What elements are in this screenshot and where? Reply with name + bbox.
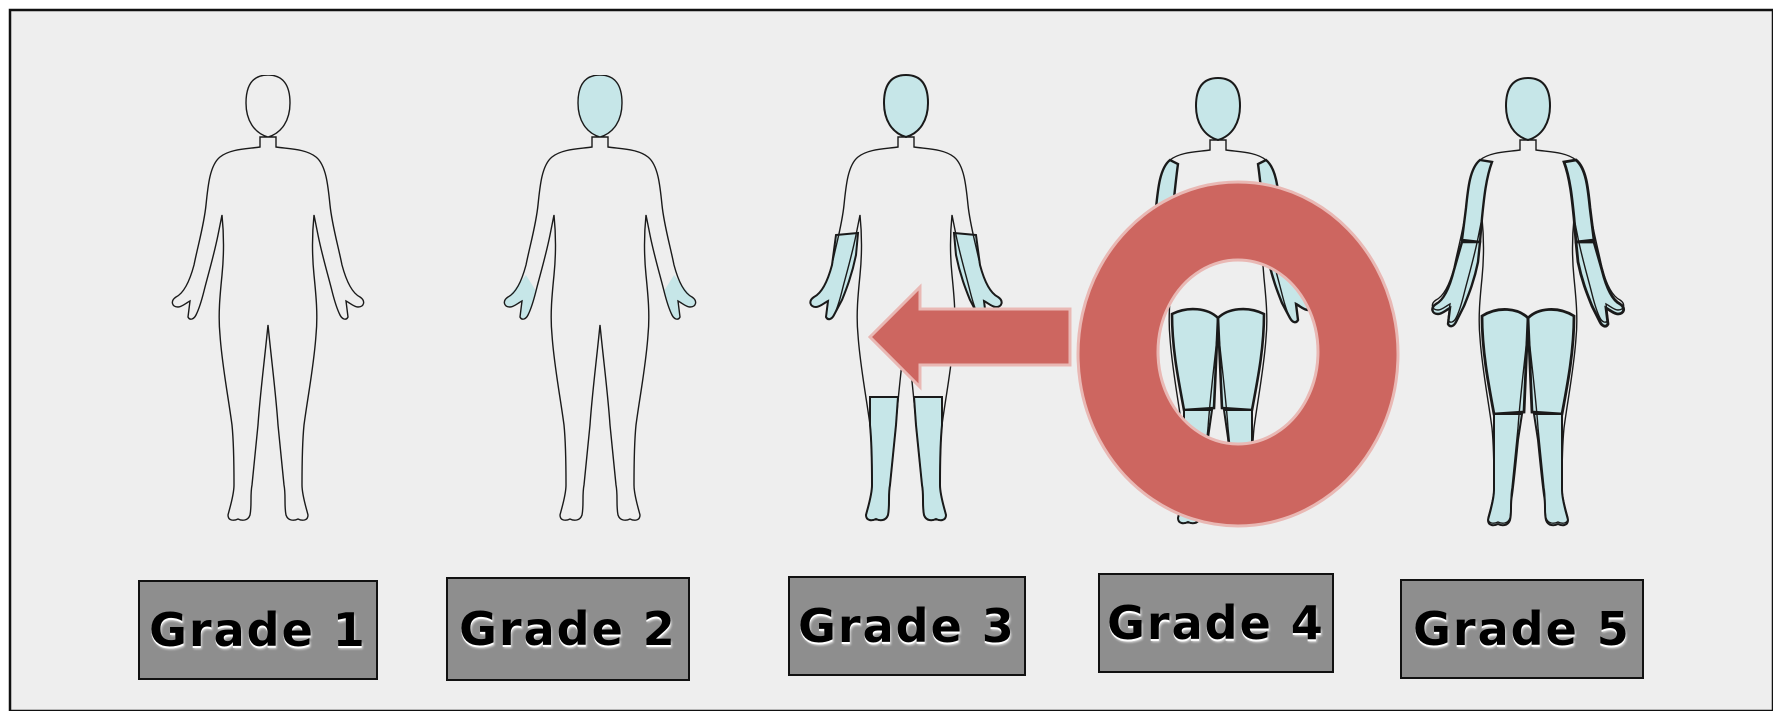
grade-label-5: Grade 5: [1400, 579, 1644, 679]
grade-label-3: Grade 3: [788, 576, 1026, 676]
grade-label-4: Grade 4: [1098, 573, 1334, 673]
grade-label-2: Grade 2: [446, 577, 690, 681]
grade-label-1: Grade 1: [138, 580, 378, 680]
